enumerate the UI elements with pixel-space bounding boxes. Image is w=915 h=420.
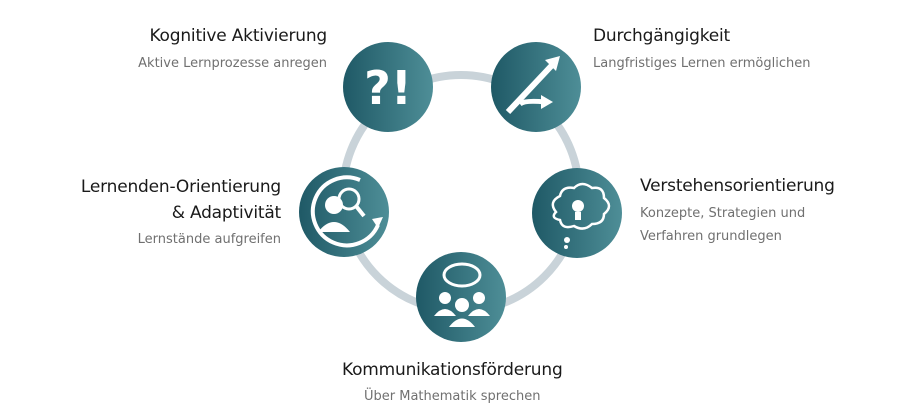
lernenden-orientierung-subtitle: Lernstände aufgreifen <box>137 232 281 247</box>
kognitive-aktivierung-title: Kognitive Aktivierung <box>149 26 327 46</box>
lightbulb-thought-icon <box>532 168 622 258</box>
kommunikationsfoerderung-subtitle: Über Mathematik sprechen <box>364 389 541 404</box>
kommunikationsfoerderung-title: Kommunikationsförderung <box>342 360 563 380</box>
magnifier-person-icon <box>299 167 389 257</box>
durchgaengigkeit-title: Durchgängigkeit <box>593 26 730 46</box>
speech-group-icon <box>416 252 506 342</box>
lernenden-orientierung-title-line2: & Adaptivität <box>171 203 282 223</box>
lernenden-orientierung-title-line1: Lernenden-Orientierung <box>80 177 281 197</box>
question-exclamation-icon: ?! <box>343 42 433 132</box>
svg-text:?!: ?! <box>364 61 412 115</box>
kognitive-aktivierung-subtitle: Aktive Lernprozesse anregen <box>138 56 327 71</box>
durchgaengigkeit-subtitle: Langfristiges Lernen ermöglichen <box>593 56 811 71</box>
verstehensorientierung-subtitle-line2: Verfahren grundlegen <box>640 229 782 244</box>
verstehensorientierung-title: Verstehensorientierung <box>640 176 835 196</box>
diverging-arrows-icon <box>491 42 581 132</box>
verstehensorientierung-subtitle-line1: Konzepte, Strategien und <box>640 206 806 221</box>
